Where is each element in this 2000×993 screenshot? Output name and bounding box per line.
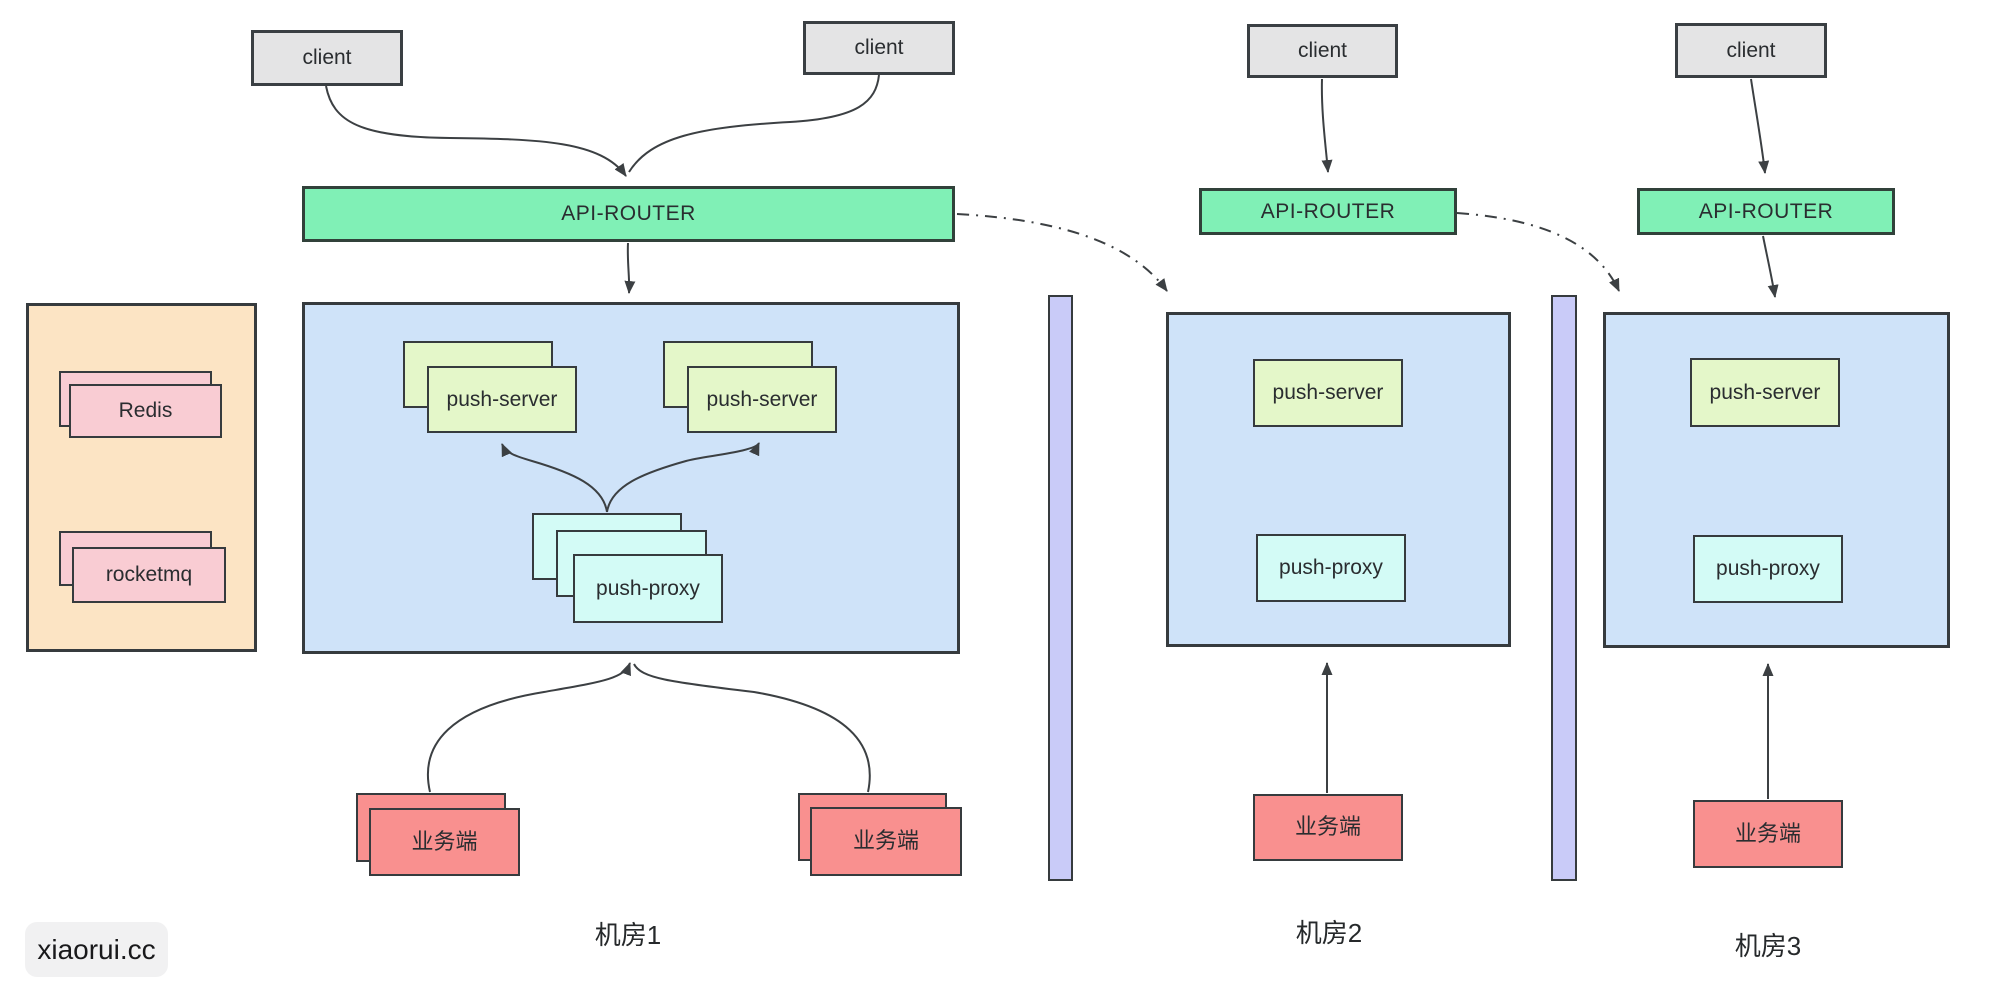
edge-router3-dc3 — [1762, 235, 1779, 298]
redis-box: Redis — [69, 384, 222, 438]
lane-divider-1 — [1048, 295, 1073, 881]
watermark-badge: xiaorui.cc — [25, 922, 168, 977]
edge-client3-router2 — [1320, 78, 1333, 173]
dc-label-2: 机房2 — [1295, 918, 1363, 948]
edge-business2-dc1 — [633, 663, 871, 793]
push-proxy-box-dc3: push-proxy — [1693, 535, 1843, 603]
business-box-dc3: 业务端 — [1693, 800, 1843, 868]
push-proxy-box-dc2: push-proxy — [1256, 534, 1406, 602]
push-proxy-box-dc1: push-proxy — [573, 554, 723, 623]
client-box-dc1-right: client — [803, 21, 955, 75]
edge-client1-router1 — [325, 85, 627, 177]
push-server-box-dc3: push-server — [1690, 358, 1840, 427]
api-router-dc2: API-ROUTER — [1199, 188, 1457, 235]
push-server-box-2: push-server — [687, 366, 837, 433]
edge-router2-dc3-dashed — [1456, 212, 1620, 292]
client-box-dc1-left: client — [251, 30, 403, 86]
rocketmq-box: rocketmq — [72, 547, 226, 603]
business-box-dc1-left: 业务端 — [369, 808, 520, 876]
edge-router1-dc1 — [624, 242, 636, 294]
business-box-dc2: 业务端 — [1253, 794, 1403, 861]
edge-client2-router1 — [628, 74, 880, 173]
push-server-box-1: push-server — [427, 366, 577, 433]
api-router-dc3: API-ROUTER — [1637, 188, 1895, 235]
business-box-dc1-right: 业务端 — [810, 807, 962, 876]
edge-business1-dc1 — [426, 662, 631, 793]
edge-client4-router3 — [1750, 78, 1770, 174]
dc-label-3: 机房3 — [1734, 931, 1802, 961]
api-router-dc1: API-ROUTER — [302, 186, 955, 242]
lane-divider-2 — [1551, 295, 1577, 881]
dc-label-1: 机房1 — [594, 920, 662, 950]
client-box-dc3: client — [1675, 23, 1827, 78]
push-server-box-dc2: push-server — [1253, 359, 1403, 427]
client-box-dc2: client — [1247, 24, 1398, 78]
edge-router1-dc2-dashed — [956, 213, 1168, 292]
